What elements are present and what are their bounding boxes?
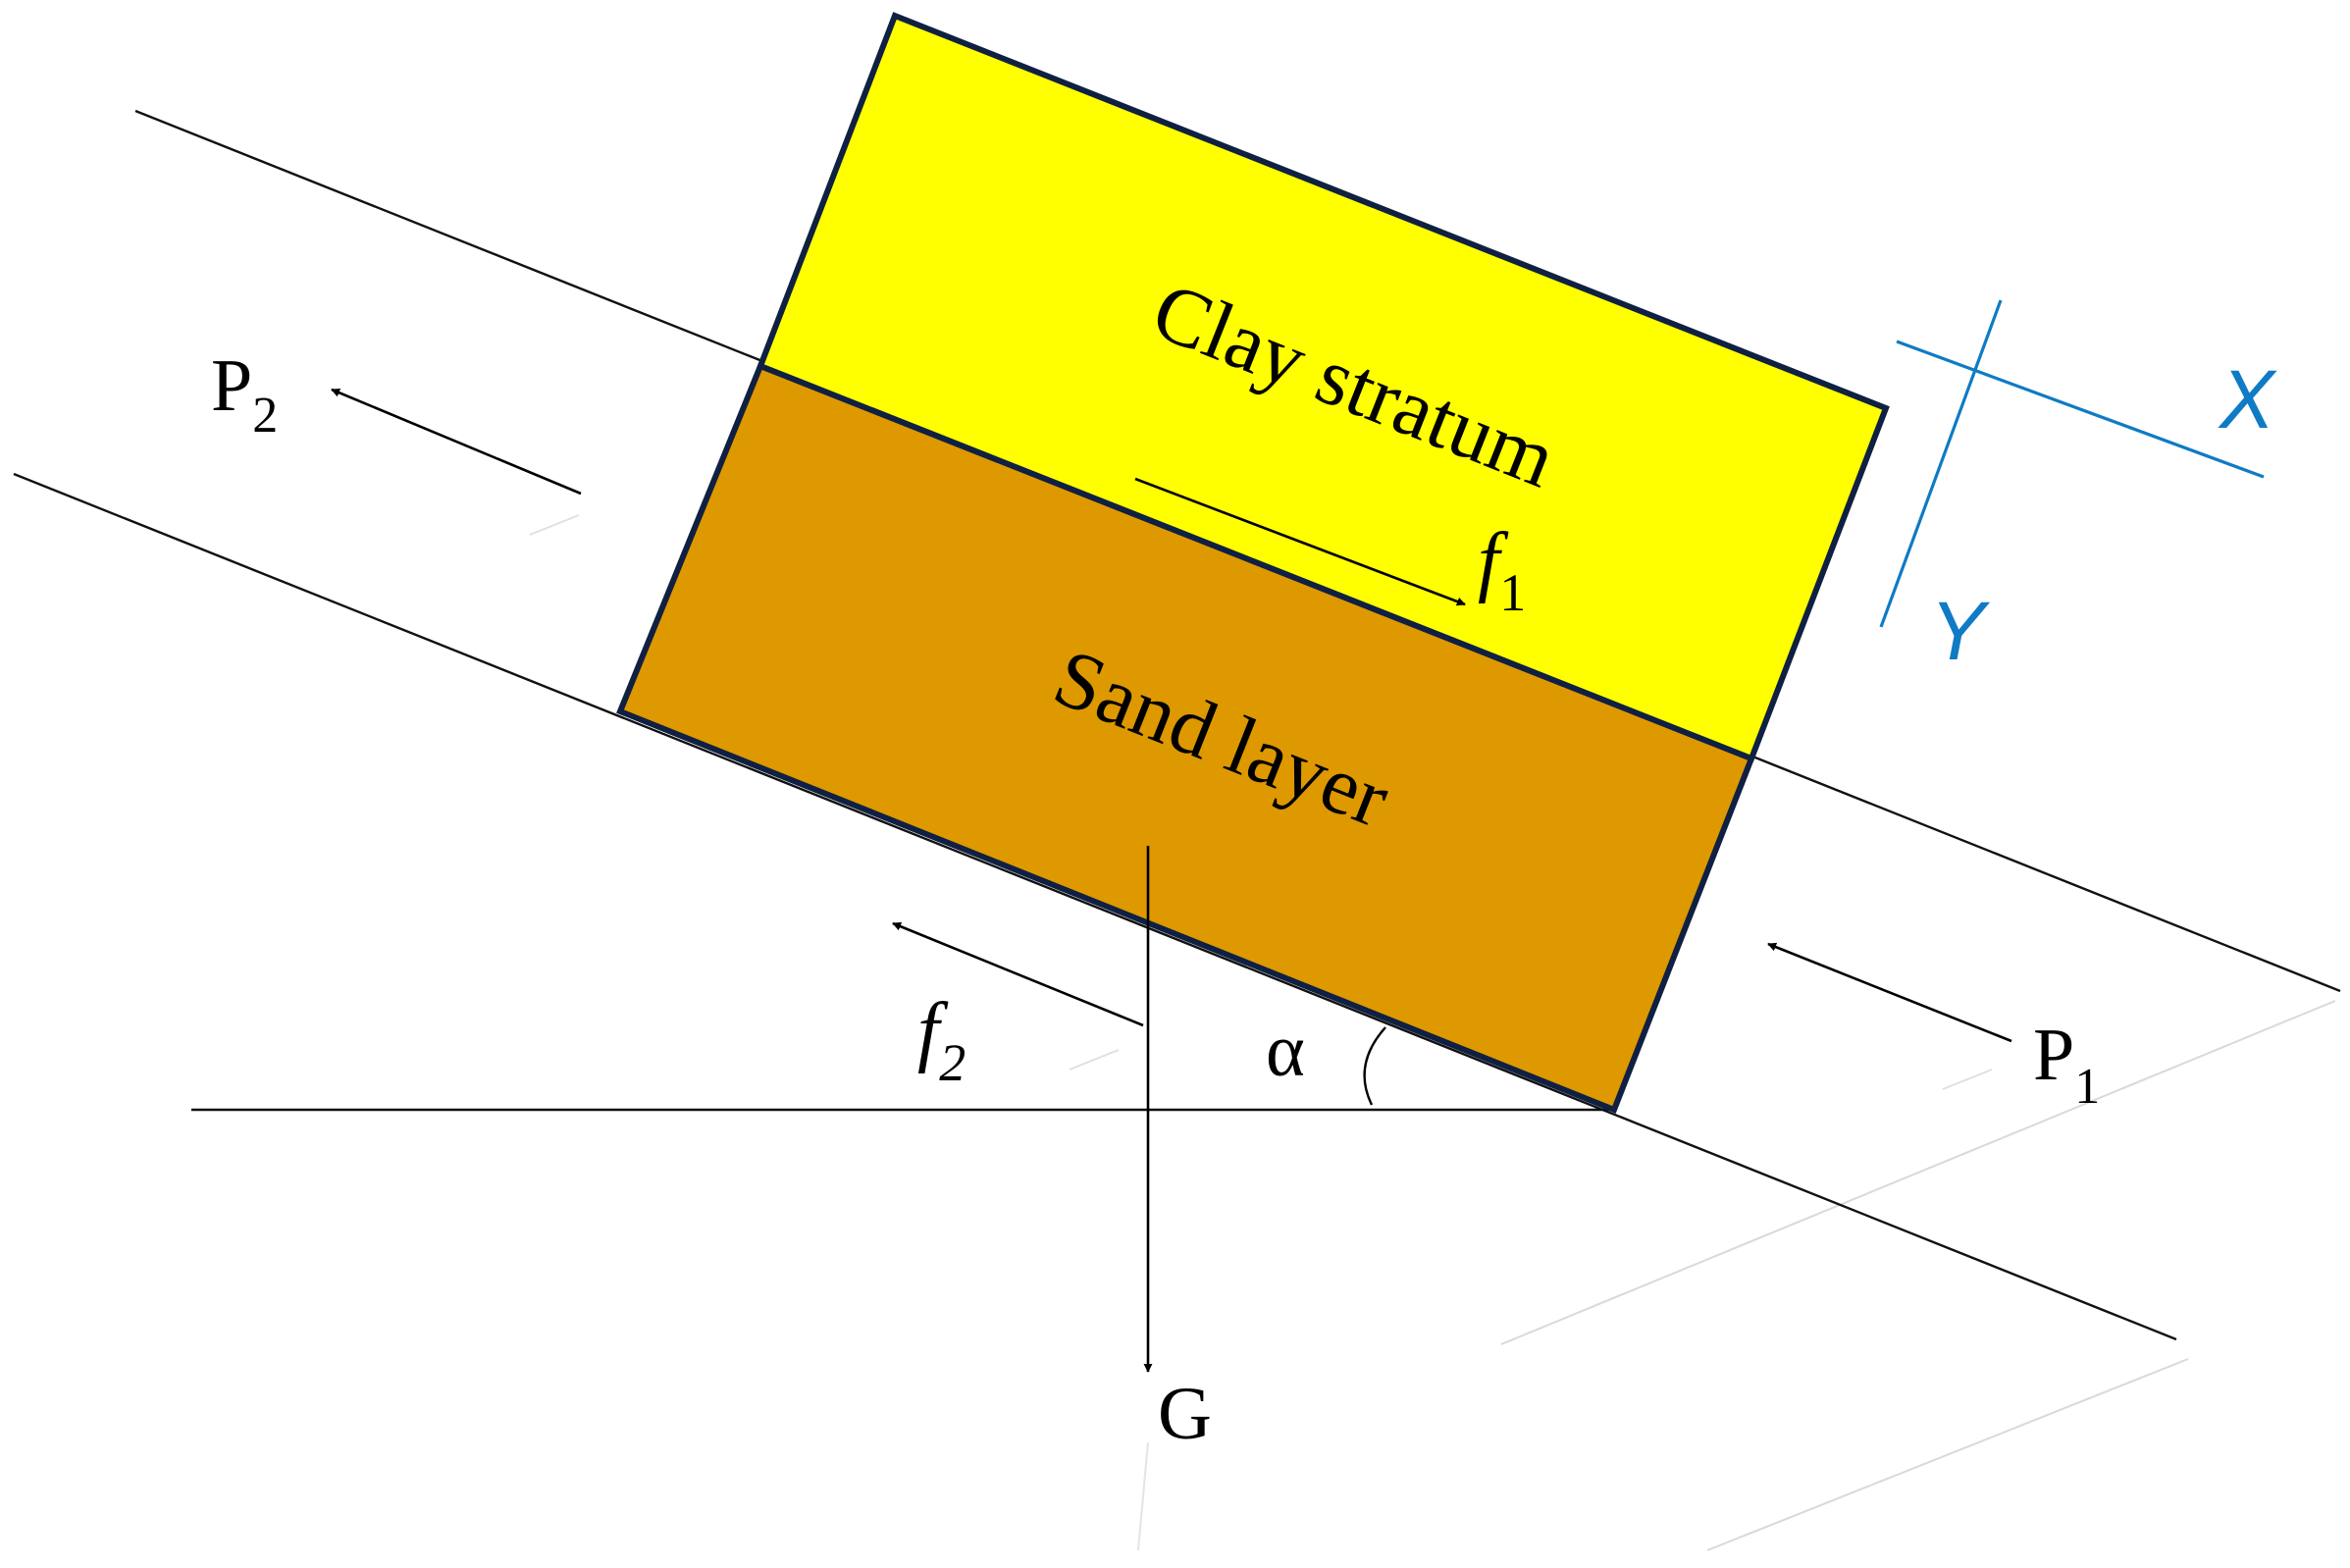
angle-arc	[1363, 1026, 1386, 1106]
f2-label-sub: 2	[939, 1033, 966, 1092]
g-label: G	[1158, 1373, 1212, 1455]
x-axis-label: X	[2218, 353, 2277, 445]
x-axis-line	[1896, 340, 2265, 479]
clay-stratum-block	[757, 12, 1890, 762]
y-axis-line	[1879, 299, 2003, 628]
force-arrows	[331, 388, 2012, 1373]
lower-slope-line	[13, 472, 2177, 1341]
p1-arrow	[1767, 942, 2012, 1043]
p2-arrow	[331, 388, 582, 496]
alpha-label: α	[1266, 1010, 1305, 1092]
reflection-lines	[529, 514, 2336, 1551]
p1-label: P1	[2033, 1014, 2100, 1115]
f2-arrow	[892, 921, 1144, 1027]
coordinate-axes	[1879, 299, 2265, 628]
p1-label-sub: 1	[2074, 1059, 2100, 1115]
f1-label-sub: 1	[1499, 563, 1526, 622]
p1-label-main: P	[2033, 1014, 2074, 1096]
p2-label-main: P	[211, 344, 252, 427]
y-axis-label: Y	[1930, 585, 1991, 677]
f2-label: f2	[917, 988, 966, 1092]
f1-arrow	[1134, 477, 1466, 606]
p2-label: P2	[211, 344, 278, 444]
p2-label-sub: 2	[252, 388, 278, 444]
